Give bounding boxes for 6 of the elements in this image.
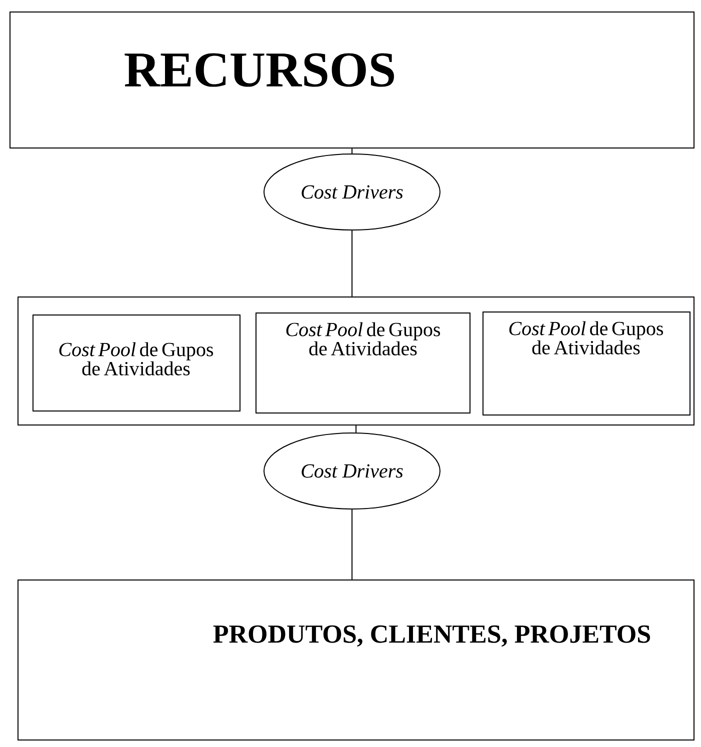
activity-box: Cost Pool de Gupos de Atividades [482,312,690,416]
activity-box: Cost Pool de Gupos de Atividades [32,314,240,412]
activity-box: Cost Pool de Gupos de Atividades [256,312,470,414]
title-box: RECURSOS [10,12,694,148]
group-band [18,296,694,426]
output-box: PRODUTOS, CLIENTES, PROJETOS [18,580,694,740]
